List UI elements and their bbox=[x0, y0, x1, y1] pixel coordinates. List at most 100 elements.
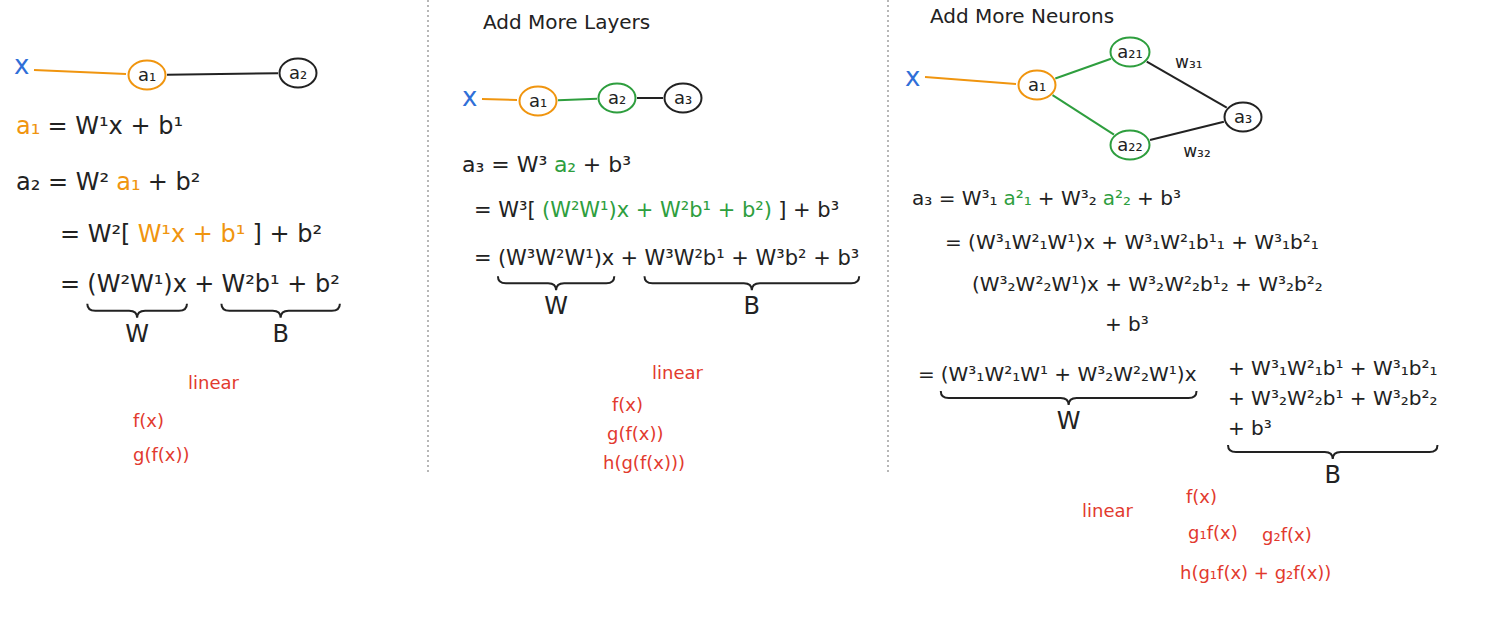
brace-label: B bbox=[1325, 461, 1341, 490]
equation-text: + bbox=[194, 270, 214, 299]
neuron-ellipse bbox=[1111, 38, 1150, 67]
neuron-circle: a₁ bbox=[127, 59, 167, 91]
equation-text: = W²[ bbox=[60, 220, 130, 249]
equation-row: Add More Neurons bbox=[930, 4, 1114, 28]
equation-text: g₂f(x) bbox=[1262, 524, 1312, 546]
equation-text: a₂ bbox=[554, 152, 576, 178]
equation-row: x bbox=[905, 62, 920, 93]
neuron-circle: a₂₂ bbox=[1109, 129, 1151, 161]
equation-row: = (W³₁W²₁W¹)x + W³₁W²₁b¹₁ + W³₁b²₁ bbox=[945, 230, 1319, 254]
neuron-ellipse bbox=[520, 87, 557, 116]
equation-text: linear bbox=[1082, 500, 1133, 522]
equation-row: h(g₁f(x) + g₂f(x)) bbox=[1180, 562, 1331, 584]
equation-text: h(g(f(x))) bbox=[603, 452, 685, 474]
neuron-ellipse bbox=[665, 84, 702, 113]
equation-text: Add More Neurons bbox=[930, 4, 1114, 28]
equation-row: x bbox=[14, 50, 29, 81]
panel-divider bbox=[427, 0, 428, 475]
equation-row: Add More Layers bbox=[483, 10, 650, 34]
neuron-circle: a₂₁ bbox=[1109, 36, 1151, 68]
curly-brace bbox=[498, 276, 614, 290]
equation-text: g(f(x)) bbox=[607, 423, 664, 445]
neuron-label: a₂ bbox=[289, 63, 307, 83]
equation-row: linear bbox=[1082, 500, 1133, 522]
brace-label: B bbox=[744, 292, 760, 321]
equation-text: + W³₂ bbox=[1038, 186, 1097, 210]
equation-text: = bbox=[60, 270, 80, 299]
equation-row: linear bbox=[188, 372, 239, 394]
neuron-ellipse bbox=[1111, 131, 1150, 160]
equation-row: =(W³W²W¹)x+W³W²b¹ + W³b² + b³ bbox=[474, 246, 859, 271]
neuron-circle: a₁ bbox=[1017, 69, 1057, 101]
equation-text: + b³ bbox=[583, 152, 631, 178]
edge-label: w₃₁ bbox=[1173, 52, 1205, 72]
equation-row: =(W²W¹)x+W²b¹ + b² bbox=[60, 270, 340, 299]
neuron-label: a₁ bbox=[138, 65, 156, 85]
equation-text: a₂ = W² bbox=[16, 168, 109, 197]
brace-label: W bbox=[125, 320, 149, 349]
brace-label: W bbox=[544, 292, 568, 321]
equation-text: h(g₁f(x) + g₂f(x)) bbox=[1180, 562, 1331, 584]
equation-text: ] + b² bbox=[253, 220, 323, 249]
connector bbox=[558, 99, 597, 100]
equation-row: f(x) bbox=[133, 410, 164, 432]
neuron-ellipse bbox=[1019, 71, 1056, 100]
equation-text: = W³[ bbox=[474, 198, 536, 223]
neuron-circle: a₂ bbox=[597, 82, 637, 114]
input-line bbox=[925, 77, 1016, 84]
equation-row: g(f(x)) bbox=[607, 423, 664, 445]
equation-text: f(x) bbox=[612, 394, 643, 416]
equation-row: f(x) bbox=[612, 394, 643, 416]
equation-text: a²₁ bbox=[1004, 186, 1032, 210]
curly-brace bbox=[221, 304, 339, 318]
equation-text: a₁ bbox=[116, 168, 140, 197]
neuron-circle: a₃ bbox=[663, 82, 703, 114]
connector bbox=[167, 73, 278, 74]
input-line bbox=[482, 99, 517, 100]
equation-row: a₂ = W²a₁+ b² bbox=[16, 168, 200, 197]
curly-brace bbox=[1228, 445, 1437, 459]
equation-text: = bbox=[918, 362, 935, 386]
neuron-label: a₁ bbox=[529, 91, 547, 111]
neuron-circle: a₂ bbox=[278, 57, 318, 89]
equation-text: (W³₁W²₁W¹ + W³₂W²₂W¹)x bbox=[941, 362, 1197, 386]
curly-brace bbox=[941, 391, 1197, 405]
equation-text: g(f(x)) bbox=[133, 444, 190, 466]
equation-text: f(x) bbox=[133, 410, 164, 432]
neuron-ellipse bbox=[1225, 103, 1262, 132]
neuron-label: a₂₁ bbox=[1117, 42, 1142, 62]
neuron-label: a₂₂ bbox=[1117, 135, 1142, 155]
equation-text: linear bbox=[652, 362, 703, 384]
equation-text: + W³₂W²₂b¹ + W³₂b²₂ bbox=[1228, 386, 1437, 410]
equation-row: f(x) bbox=[1186, 486, 1217, 508]
connector bbox=[1150, 122, 1224, 140]
curly-brace bbox=[87, 304, 187, 318]
connector bbox=[1053, 95, 1114, 135]
equation-row: + b³ bbox=[1105, 312, 1149, 336]
connector bbox=[637, 97, 663, 99]
equation-text: = bbox=[474, 246, 492, 271]
equation-text: g₁f(x) bbox=[1188, 522, 1238, 544]
equation-text: W¹x + b¹ bbox=[138, 220, 246, 249]
equation-text: (W²W¹)x bbox=[87, 270, 187, 299]
connector bbox=[1055, 59, 1111, 79]
neuron-label: a₃ bbox=[674, 88, 692, 108]
equation-text: x bbox=[14, 50, 29, 81]
equation-row: = W³[(W²W¹)x + W²b¹ + b²)] + b³ bbox=[474, 198, 839, 223]
equation-row: linear bbox=[652, 362, 703, 384]
equation-text: + b³ bbox=[1105, 312, 1149, 336]
equation-row: = W²[ W¹x + b¹] + b² bbox=[60, 220, 322, 249]
neuron-label: a₃ bbox=[1234, 107, 1252, 127]
equation-row: g₁f(x) bbox=[1188, 522, 1238, 544]
equation-text: ] + b³ bbox=[778, 198, 839, 223]
equation-row: =(W³₁W²₁W¹ + W³₂W²₂W¹)x bbox=[918, 362, 1197, 386]
equation-text: + b³ bbox=[1228, 416, 1272, 440]
equation-row: (W³₂W²₂W¹)x + W³₂W²₂b¹₂ + W³₂b²₂ bbox=[972, 272, 1323, 296]
equation-text: W²b¹ + b² bbox=[221, 270, 339, 299]
equation-text: (W³W²W¹)x bbox=[498, 246, 614, 271]
equation-text: = (W³₁W²₁W¹)x + W³₁W²₁b¹₁ + W³₁b²₁ bbox=[945, 230, 1319, 254]
equation-row: g(f(x)) bbox=[133, 444, 190, 466]
equation-text: = W¹x + b¹ bbox=[48, 112, 184, 141]
equation-text: linear bbox=[188, 372, 239, 394]
